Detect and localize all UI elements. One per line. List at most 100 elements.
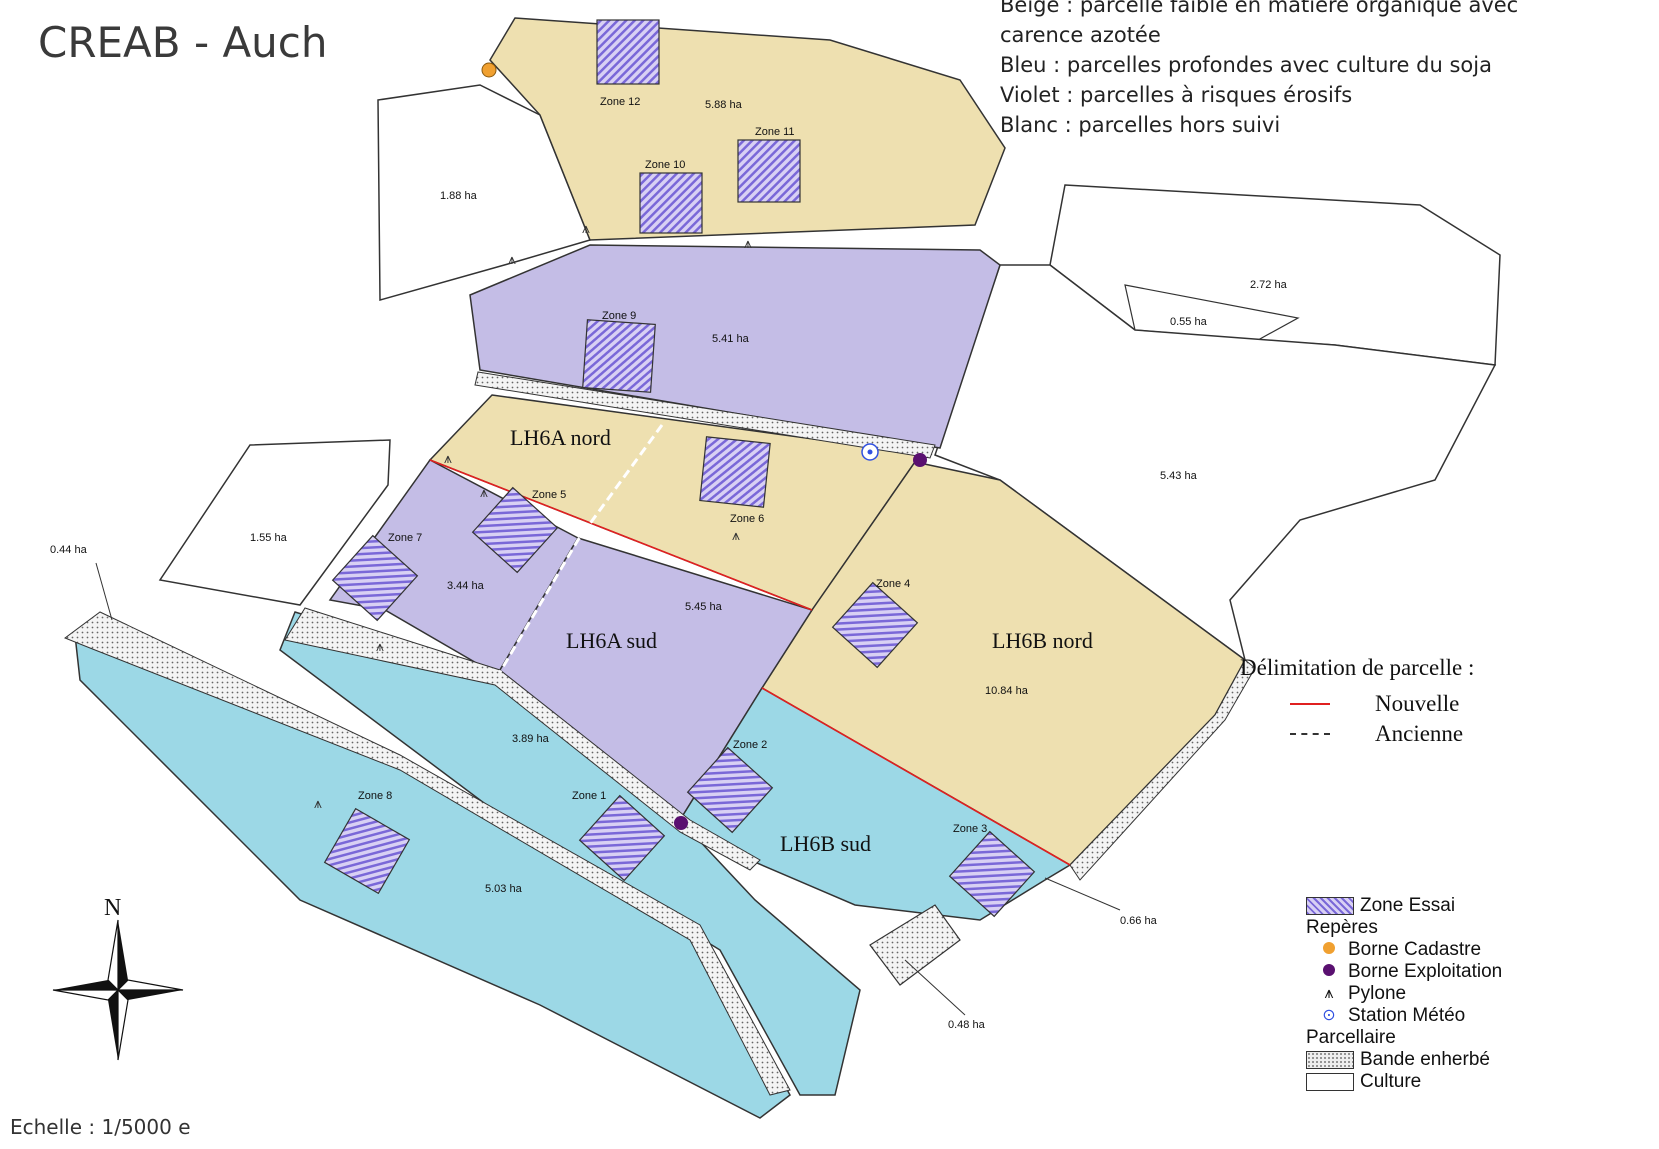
- zone-label: Zone 1: [572, 790, 606, 802]
- area-label: 0.44 ha: [50, 544, 88, 556]
- pylon-icon: ⩚: [376, 638, 384, 654]
- zone-10-square: [639, 172, 703, 234]
- area-label: 5.41 ha: [712, 333, 750, 345]
- area-label: 3.89 ha: [512, 733, 550, 745]
- legend-item-borne-cadastre: Borne Cadastre: [1316, 939, 1502, 961]
- pylon-icon: ⩚: [508, 251, 516, 267]
- culture-swatch: [1306, 1073, 1354, 1091]
- area-label: 0.55 ha: [1170, 316, 1208, 328]
- red-line-swatch: [1290, 703, 1330, 705]
- legend-label: Borne Cadastre: [1348, 939, 1482, 960]
- area-label: 2.72 ha: [1250, 279, 1288, 291]
- grass-strip: [63, 611, 791, 1096]
- zone-11-square: [737, 139, 801, 203]
- area-label: 0.66 ha: [1120, 915, 1158, 927]
- legend-item-bande: Bande enherbé: [1306, 1049, 1502, 1071]
- legend-label: Borne Exploitation: [1348, 961, 1503, 982]
- parcel-label-lh6a-nord: LH6A nord: [510, 425, 611, 450]
- zone-label: Zone 7: [388, 532, 422, 544]
- zone-label: Zone 3: [953, 823, 987, 835]
- zone-label: Zone 5: [532, 489, 566, 501]
- zone-7-square: [331, 534, 419, 622]
- borne-cadastre-icon: [1316, 939, 1342, 961]
- legend-heading: Parcellaire: [1306, 1027, 1396, 1048]
- zone-label: Zone 6: [730, 513, 764, 525]
- zone-8-square: [323, 807, 411, 895]
- pylon-icon: ⩚: [744, 235, 752, 251]
- zone-label: Zone 2: [733, 739, 767, 751]
- scale-label: Echelle : 1/5000 e: [10, 1115, 191, 1139]
- borne-exploitation-marker: [913, 453, 927, 467]
- parcel-violet-541: [469, 244, 1001, 449]
- zone-label: Zone 8: [358, 790, 392, 802]
- area-label: 0.48 ha: [948, 1019, 986, 1031]
- zone-label: Zone 12: [600, 96, 640, 108]
- legend-item-pylone: ⩚ Pylone: [1316, 983, 1502, 1005]
- color-key-line: Bleu : parcelles profondes avec culture …: [1000, 53, 1492, 77]
- parcel-label-lh6b-sud: LH6B sud: [780, 831, 871, 856]
- area-label: 3.44 ha: [447, 580, 485, 592]
- parcel-white-543: [934, 264, 1497, 662]
- legend-heading: Repères: [1306, 917, 1378, 938]
- map-legend: Zone Essai Repères Borne Cadastre Borne …: [1306, 895, 1502, 1093]
- compass-rose-icon: [52, 919, 184, 1061]
- parcel-white-155: [158, 439, 391, 606]
- zone-swatch: [1306, 897, 1354, 915]
- parcel-label-lh6a-sud: LH6A sud: [566, 628, 657, 653]
- area-label: 5.45 ha: [685, 601, 723, 613]
- zone-2-square: [686, 746, 774, 834]
- delimitation-title: Délimitation de parcelle :: [1240, 655, 1475, 680]
- leader-line: [1044, 877, 1121, 911]
- zone-3-square: [948, 830, 1036, 918]
- area-label: 5.03 ha: [485, 883, 523, 895]
- new-delimitation-line: [761, 687, 1071, 866]
- legend-label: Pylone: [1348, 983, 1407, 1004]
- zone-label: Zone 9: [602, 310, 636, 322]
- grass-strip: [474, 371, 936, 459]
- zone-label: Zone 4: [876, 578, 910, 590]
- grass-strip: [869, 904, 961, 986]
- pylon-icon: ⩚: [732, 527, 740, 543]
- bande-swatch: [1306, 1051, 1354, 1069]
- pylon-icon: ⩚: [480, 484, 488, 500]
- area-label: 5.88 ha: [705, 99, 743, 111]
- zone-1-square: [578, 794, 666, 882]
- zone-12-square: [596, 19, 660, 85]
- delimitation-new-row: Nouvelle: [1290, 689, 1474, 719]
- delimitation-new-label: Nouvelle: [1375, 691, 1460, 716]
- zone-label: Zone 11: [755, 126, 795, 138]
- color-key-line: carence azotée: [1000, 23, 1161, 47]
- zone-6-square: [699, 436, 771, 508]
- zone-5-square: [471, 486, 559, 574]
- north-label: N: [104, 895, 122, 921]
- weather-station-icon: ⊙: [1322, 1007, 1336, 1024]
- legend-item-culture: Culture: [1306, 1071, 1502, 1093]
- site-title: CREAB - Auch: [38, 18, 328, 67]
- weather-station-icon: [861, 443, 879, 461]
- leader-line: [904, 959, 966, 1016]
- area-label: 5.43 ha: [1160, 470, 1198, 482]
- delimitation-old-row: Ancienne: [1290, 719, 1474, 749]
- pylon-icon: ⩚: [444, 450, 452, 466]
- pylon-icon: ⩚: [314, 795, 322, 811]
- area-label: 1.55 ha: [250, 532, 288, 544]
- legend-label: Zone Essai: [1360, 895, 1456, 916]
- zone-label: Zone 10: [645, 159, 685, 171]
- legend-item-borne-exploitation: Borne Exploitation: [1316, 961, 1502, 983]
- grass-strip: [284, 607, 761, 871]
- color-key-line: Beige : parcelle faible en matière organ…: [1000, 0, 1519, 17]
- area-label: 1.88 ha: [440, 190, 478, 202]
- old-delimitation-line: [498, 424, 664, 673]
- borne-cadastre-marker: [481, 62, 497, 78]
- legend-item-station-meteo: ⊙ Station Météo: [1316, 1005, 1502, 1027]
- legend-label: Culture: [1360, 1071, 1422, 1092]
- parcel-label-lh6b-nord: LH6B nord: [992, 628, 1093, 653]
- area-label: 10.84 ha: [985, 685, 1029, 697]
- new-delimitation-line: [429, 459, 813, 611]
- delimitation-legend: Délimitation de parcelle : Nouvelle Anci…: [1240, 655, 1474, 749]
- pylon-icon: ⩚: [1324, 985, 1334, 1002]
- pylon-icon: ⩚: [582, 220, 590, 236]
- legend-item-zone: Zone Essai: [1306, 895, 1502, 917]
- legend-label: Station Météo: [1348, 1005, 1466, 1026]
